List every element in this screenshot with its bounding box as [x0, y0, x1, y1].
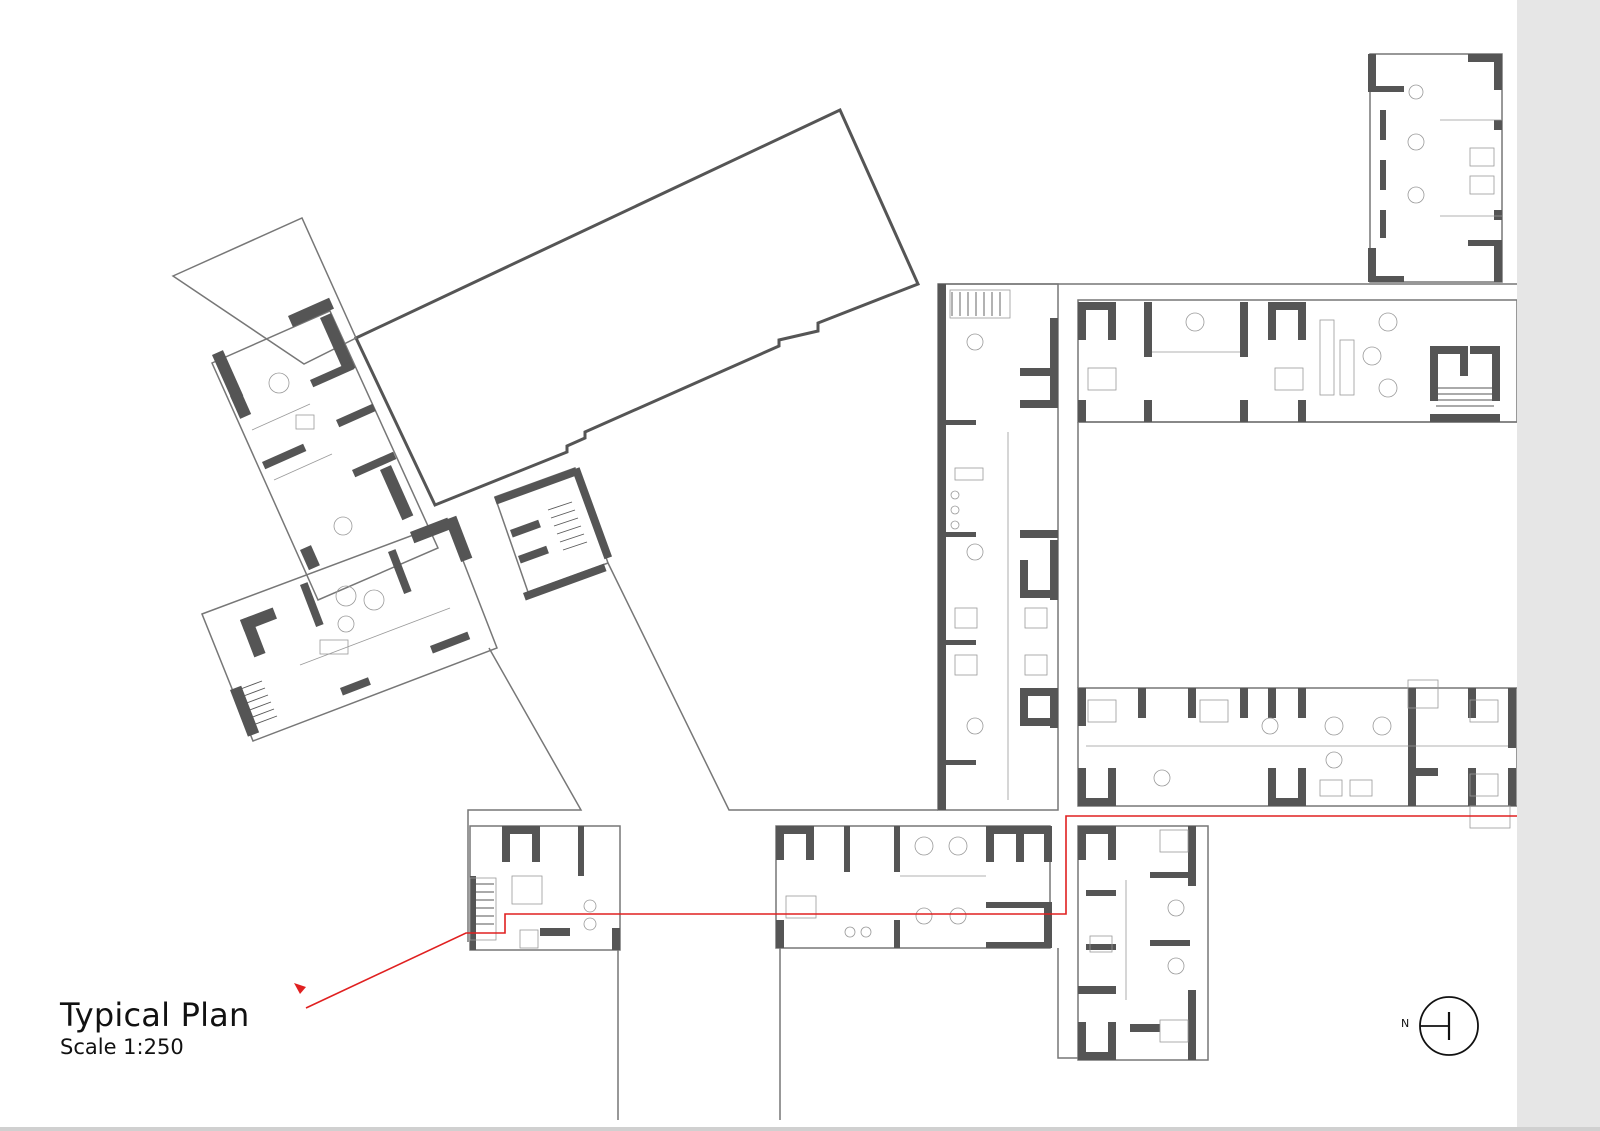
top-unit-block [1077, 299, 1517, 423]
bottom-left-unit [469, 825, 621, 951]
site-outlines [467, 283, 1517, 1120]
far-right-block [1368, 53, 1503, 283]
right-lower-block [1077, 679, 1517, 829]
bottom-right-block [1057, 825, 1209, 1061]
title-block: Typical Plan Scale 1:250 [60, 996, 249, 1060]
angled-block-outline [171, 107, 921, 507]
lower-left-wing [201, 515, 498, 742]
section-cut-arrow-icon [294, 983, 306, 994]
vertical-unit-block [937, 283, 1059, 811]
central-stair-core [494, 467, 613, 601]
upper-left-wing [211, 297, 439, 601]
plan-scale: Scale 1:250 [60, 1035, 184, 1059]
section-cut-line [294, 815, 1517, 1009]
north-arrow-icon [1419, 996, 1479, 1056]
plan-title: Typical Plan [60, 996, 250, 1034]
floor-plan-drawing [171, 53, 1517, 1120]
side-margin-band [1517, 0, 1600, 1127]
bottom-rule [0, 1127, 1600, 1131]
lower-left-stair [237, 680, 278, 726]
bottom-middle-block [775, 825, 1052, 949]
north-label: N [1401, 1017, 1410, 1030]
